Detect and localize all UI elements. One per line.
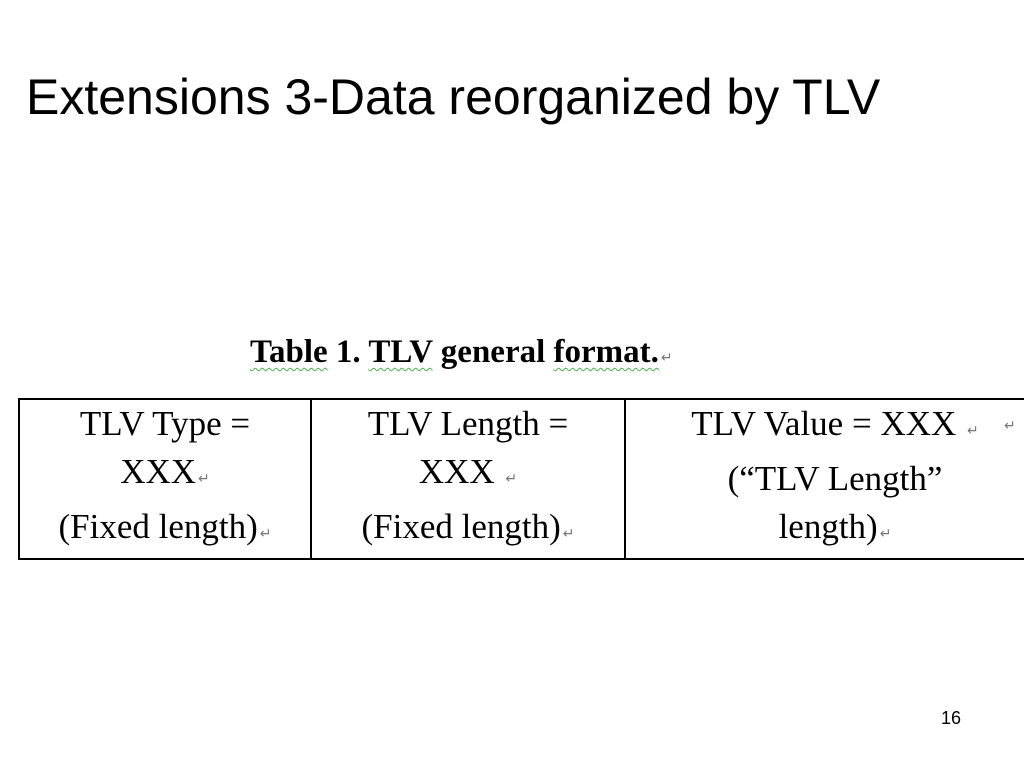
paragraph-mark-icon: ↵ <box>505 471 518 487</box>
cell-text: (Fixed length) <box>361 507 561 546</box>
tlv-length-cell: TLV Length = XXX ↵ (Fixed length)↵ <box>310 398 626 560</box>
cell-text: TLV Type = <box>79 404 251 443</box>
cell-line: TLV Value = XXX ↵ <box>632 400 1024 455</box>
tlv-format-table: TLV Type = XXX↵ (Fixed length)↵ TLV Leng… <box>18 398 1024 560</box>
cell-line: (“TLV Length” <box>632 455 1024 503</box>
cell-text: TLV Length = <box>367 404 569 443</box>
tlv-value-cell: TLV Value = XXX ↵ (“TLV Length” length)↵ <box>624 398 1024 560</box>
paragraph-mark-icon: ↵ <box>660 350 673 366</box>
cell-text: length) <box>778 507 878 546</box>
cell-line: TLV Length = <box>318 400 618 448</box>
table-caption: Table 1. TLV general format.↵ <box>250 330 673 380</box>
cell-line: (Fixed length)↵ <box>26 503 304 558</box>
paragraph-mark-icon: ↵ <box>879 526 892 542</box>
paragraph-mark-icon: ↵ <box>1004 418 1016 434</box>
slide-title: Extensions 3-Data reorganized by TLV <box>26 69 881 125</box>
paragraph-mark-icon: ↵ <box>198 471 210 487</box>
caption-word-tlv: TLV <box>368 334 433 370</box>
cell-text: TLV Value = XXX <box>691 404 957 443</box>
cell-line: (Fixed length)↵ <box>318 503 618 558</box>
cell-line: XXX ↵ <box>318 448 618 503</box>
cell-text: XXX <box>120 452 197 491</box>
cell-line: XXX↵ <box>26 448 304 503</box>
cell-line: length)↵ <box>632 503 1024 558</box>
paragraph-mark-icon: ↵ <box>259 526 272 542</box>
paragraph-mark-icon: ↵ <box>562 526 575 542</box>
caption-word-general: general <box>440 334 546 370</box>
cell-text: (“TLV Length” <box>727 459 943 498</box>
cell-text: XXX <box>418 452 495 491</box>
caption-word-format: format. <box>553 334 659 370</box>
page-number: 16 <box>941 708 962 728</box>
table-row: TLV Type = XXX↵ (Fixed length)↵ TLV Leng… <box>18 398 1024 560</box>
cell-text: (Fixed length) <box>58 507 258 546</box>
caption-word-number: 1. <box>335 334 361 370</box>
tlv-type-cell: TLV Type = XXX↵ (Fixed length)↵ <box>18 398 312 560</box>
paragraph-mark-icon: ↵ <box>967 423 979 439</box>
caption-word-table: Table <box>250 334 328 370</box>
cell-line: TLV Type = <box>26 400 304 448</box>
